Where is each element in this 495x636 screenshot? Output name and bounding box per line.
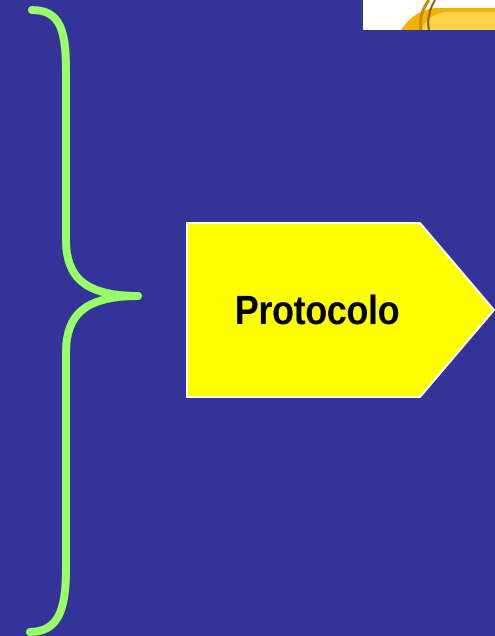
pentagon-arrow: Protocolo — [186, 222, 495, 398]
partial-logo-icon — [363, 0, 495, 30]
protocol-label: Protocolo — [234, 286, 400, 333]
curly-brace-shape — [26, 6, 142, 636]
